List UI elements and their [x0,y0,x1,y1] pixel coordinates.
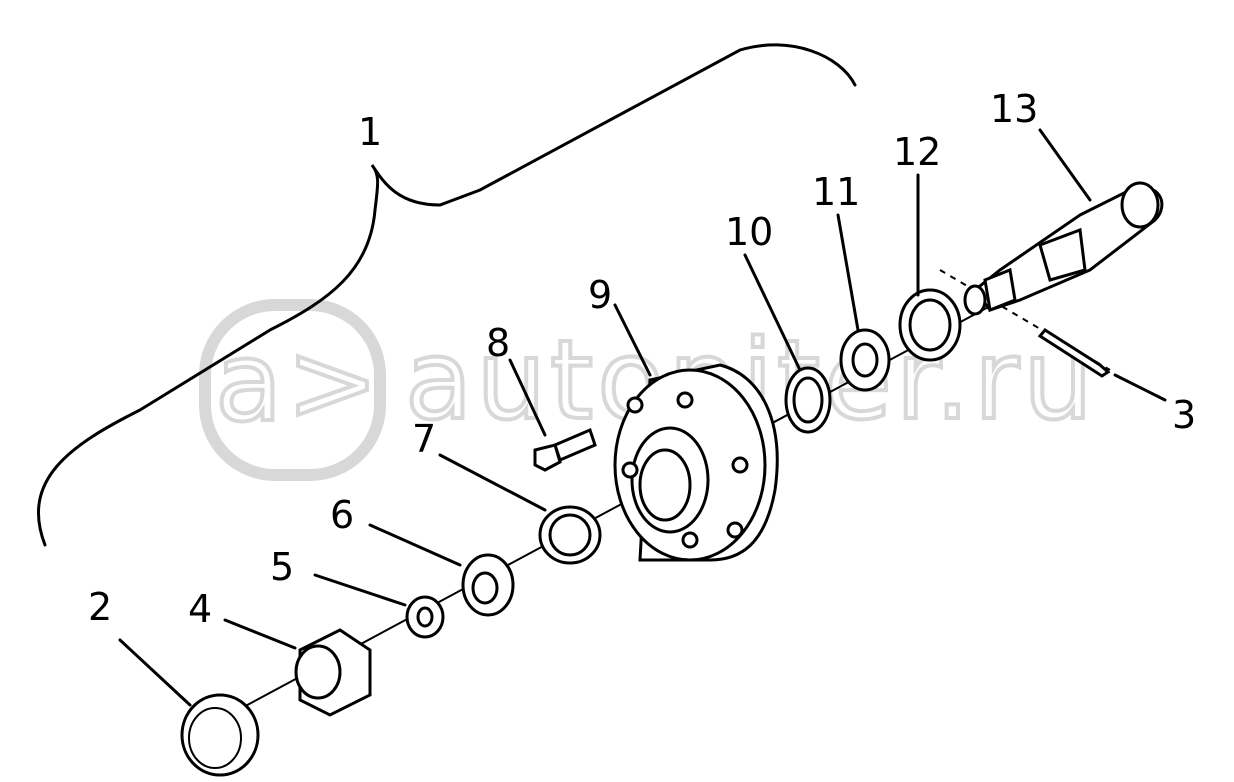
callout-9: 9 [588,273,612,317]
watermark-logo-a: a> [215,318,383,446]
inner-bearing-cup [784,366,832,434]
callout-4: 4 [188,587,212,631]
callout-11: 11 [812,170,860,214]
callout-13: 13 [990,87,1038,131]
leader-2 [118,638,192,707]
leader-9 [613,303,652,377]
leader-11 [836,213,860,332]
outer-bearing-cup [538,505,602,565]
leader-3 [1113,373,1167,402]
assembly-brace [37,43,857,547]
leader-5 [313,573,407,607]
castle-nut [294,628,372,717]
callout-7: 7 [412,417,436,461]
washer [405,595,445,639]
watermark-logo-frame [199,299,386,481]
outer-bearing-cone [461,553,515,617]
oil-seal [898,288,962,362]
callout-2: 2 [88,585,112,629]
cotter-pin [1037,328,1111,378]
callout-1: 1 [358,110,382,154]
callout-8: 8 [486,321,510,365]
callout-12: 12 [893,130,941,174]
callout-5: 5 [270,545,294,589]
leader-4 [223,618,297,650]
cotter-pin-axis [939,269,1111,371]
callout-3: 3 [1172,393,1196,437]
leader-8 [508,358,547,437]
stub-axle [963,181,1164,316]
dust-cap [180,693,260,777]
wheel-hub [613,363,779,562]
callout-6: 6 [330,493,354,537]
leader-13 [1038,128,1092,202]
leader-7 [438,453,547,512]
leader-10 [743,253,802,372]
callout-10: 10 [725,210,773,254]
leader-6 [368,523,462,567]
inner-bearing-cone [839,328,891,392]
hub-bolt [533,427,597,472]
